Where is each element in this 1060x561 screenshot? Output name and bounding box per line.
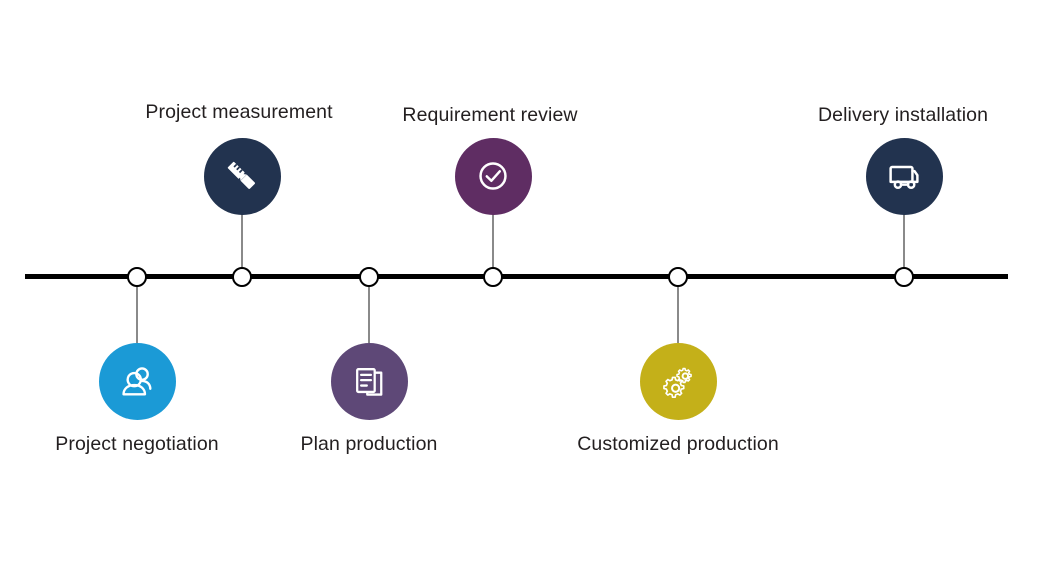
- stem-step-6: [903, 214, 905, 278]
- timeline-node-step-5[interactable]: [668, 267, 688, 287]
- step-label-2: Project measurement: [145, 101, 333, 123]
- users-group-icon: [115, 359, 159, 403]
- delivery-truck-icon: [882, 154, 926, 198]
- step-label-6: Delivery installation: [817, 104, 989, 126]
- check-circle-icon: [471, 154, 515, 198]
- timeline-node-step-4[interactable]: [483, 267, 503, 287]
- step-label-4: Requirement review: [402, 104, 578, 126]
- icon-bubble-step-3[interactable]: [330, 342, 408, 420]
- timeline-node-step-3[interactable]: [359, 267, 379, 287]
- step-label-5: Customized production: [577, 433, 779, 455]
- stem-step-3: [368, 278, 370, 343]
- step-label-3: Plan production: [300, 433, 438, 455]
- pencil-ruler-icon: [220, 154, 264, 198]
- stem-step-2: [241, 214, 243, 278]
- gears-icon: [656, 359, 700, 403]
- document-stack-icon: [348, 360, 390, 402]
- icon-bubble-step-6[interactable]: [865, 137, 943, 215]
- icon-bubble-step-2[interactable]: [203, 137, 281, 215]
- timeline-node-step-6[interactable]: [894, 267, 914, 287]
- icon-bubble-step-5[interactable]: [639, 342, 717, 420]
- timeline-node-step-1[interactable]: [127, 267, 147, 287]
- icon-bubble-step-4[interactable]: [454, 137, 532, 215]
- timeline-node-step-2[interactable]: [232, 267, 252, 287]
- step-label-1: Project negotiation: [55, 433, 219, 455]
- timeline-axis: [25, 274, 1008, 279]
- icon-bubble-step-1[interactable]: [98, 342, 176, 420]
- stem-step-1: [136, 278, 138, 343]
- stem-step-4: [492, 214, 494, 278]
- stem-step-5: [677, 278, 679, 343]
